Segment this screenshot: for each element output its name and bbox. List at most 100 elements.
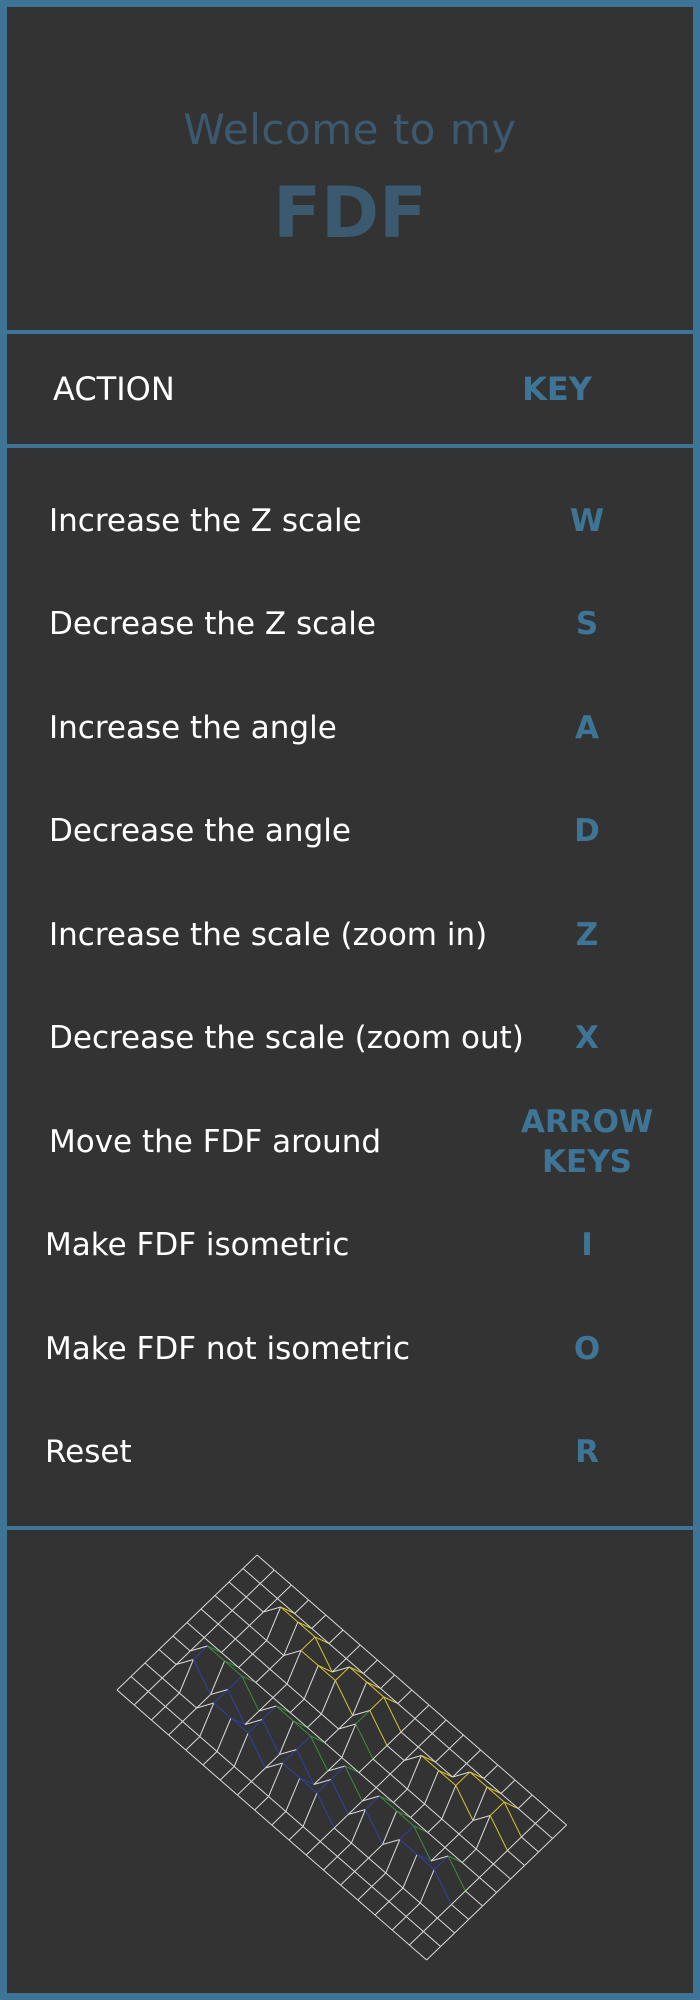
- table-row: Increase the angle A: [7, 683, 693, 773]
- wire-segment: [368, 1844, 383, 1859]
- wireframe-preview-icon: [116, 1554, 567, 1961]
- wire-segment: [517, 1794, 533, 1809]
- wire-segment: [323, 1869, 341, 1886]
- wire-segment: [286, 1683, 305, 1700]
- wire-segment: [380, 1688, 399, 1704]
- action-label: Increase the scale (zoom in): [49, 917, 488, 953]
- wire-segment: [410, 1803, 425, 1818]
- wire-segment: [435, 1748, 450, 1763]
- wire-segment: [507, 1850, 525, 1866]
- wire-segment: [365, 1795, 380, 1810]
- wire-segment: [227, 1675, 243, 1690]
- wire-segment: [482, 1892, 497, 1907]
- wire-segment: [380, 1674, 395, 1689]
- wire-segment: [317, 1665, 336, 1681]
- action-label: Increase the Z scale: [49, 503, 362, 539]
- wire-segment: [330, 1765, 346, 1780]
- wire-segment: [172, 1635, 191, 1652]
- wire-segment: [271, 1824, 290, 1841]
- wire-segment: [417, 1746, 436, 1763]
- wire-segment: [416, 1854, 432, 1862]
- wire-segment: [302, 1826, 321, 1842]
- wire-segment: [207, 1645, 222, 1653]
- wire-segment: [190, 1645, 208, 1652]
- wire-segment: [203, 1623, 219, 1638]
- wire-segment: [424, 1770, 440, 1805]
- wire-segment: [314, 1636, 330, 1644]
- wire-segment: [397, 1689, 413, 1704]
- wire-segment: [369, 1696, 385, 1711]
- wire-segment: [196, 1694, 211, 1709]
- wire-segment: [438, 1770, 457, 1786]
- wire-segment: [266, 1606, 282, 1641]
- wire-segment: [364, 1809, 384, 1845]
- wire-segment: [396, 1810, 411, 1818]
- wire-segment: [451, 1904, 469, 1920]
- wire-segment: [414, 1718, 433, 1734]
- wire-segment: [349, 1666, 367, 1683]
- wire-segment: [216, 1717, 232, 1752]
- wire-segment: [133, 1691, 149, 1706]
- key-label: X: [575, 1020, 599, 1056]
- wire-segment: [269, 1655, 285, 1670]
- wire-segment: [341, 1723, 357, 1758]
- wire-segment: [345, 1658, 364, 1674]
- wire-segment: [192, 1659, 212, 1695]
- wire-segment: [503, 1801, 519, 1809]
- wire-segment: [130, 1662, 146, 1677]
- wire-segment: [402, 1854, 418, 1889]
- wire-segment: [535, 1809, 550, 1824]
- wire-segment: [305, 1841, 321, 1856]
- action-column-header: ACTION: [53, 370, 175, 408]
- wire-segment: [280, 1606, 295, 1614]
- table-header: ACTION KEY: [7, 334, 693, 448]
- wire-segment: [242, 1568, 261, 1584]
- wire-segment: [379, 1795, 397, 1812]
- wire-segment: [430, 1847, 446, 1862]
- wire-segment: [454, 1919, 469, 1934]
- wire-segment: [271, 1811, 287, 1826]
- wire-segment: [386, 1731, 402, 1746]
- key-label: W: [569, 503, 605, 539]
- welcome-text: Welcome to my: [183, 105, 517, 154]
- wire-segment: [242, 1554, 258, 1569]
- wire-segment: [231, 1596, 247, 1611]
- wire-segment: [210, 1689, 228, 1695]
- wire-segment: [382, 1810, 398, 1845]
- controls-table: Increase the Z scale W Decrease the Z sc…: [7, 448, 693, 1530]
- wire-segment: [386, 1745, 405, 1761]
- wire-segment: [469, 1771, 485, 1779]
- wire-segment: [361, 1787, 377, 1802]
- wire-segment: [176, 1659, 194, 1665]
- wire-segment: [466, 1763, 485, 1779]
- wire-segment: [277, 1598, 295, 1614]
- wire-segment: [406, 1755, 422, 1790]
- wire-segment: [472, 1786, 488, 1821]
- wire-segment: [185, 1736, 201, 1751]
- wire-segment: [251, 1781, 269, 1797]
- wire-segment: [182, 1707, 197, 1722]
- wire-segment: [249, 1625, 267, 1641]
- wire-segment: [421, 1755, 436, 1763]
- wire-segment: [297, 1621, 316, 1638]
- wire-segment: [466, 1749, 481, 1764]
- wire-segment: [417, 1733, 433, 1748]
- wire-segment: [256, 1554, 275, 1571]
- wire-segment: [340, 1884, 359, 1901]
- wire-segment: [486, 1786, 505, 1803]
- wire-segment: [196, 1702, 214, 1709]
- wire-segment: [402, 1887, 421, 1904]
- wire-segment: [235, 1638, 253, 1655]
- wire-segment: [400, 1718, 416, 1733]
- wire-segment: [465, 1877, 480, 1892]
- table-row: Increase the Z scale W: [7, 476, 693, 566]
- wire-segment: [294, 1613, 313, 1629]
- wire-segment: [368, 1857, 387, 1874]
- wire-segment: [203, 1637, 222, 1653]
- wire-segment: [444, 1847, 463, 1863]
- wire-segment: [419, 1902, 438, 1919]
- wire-segment: [265, 1762, 283, 1769]
- wire-segment: [189, 1637, 205, 1652]
- wire-segment: [366, 1681, 381, 1689]
- wire-segment: [310, 1735, 329, 1772]
